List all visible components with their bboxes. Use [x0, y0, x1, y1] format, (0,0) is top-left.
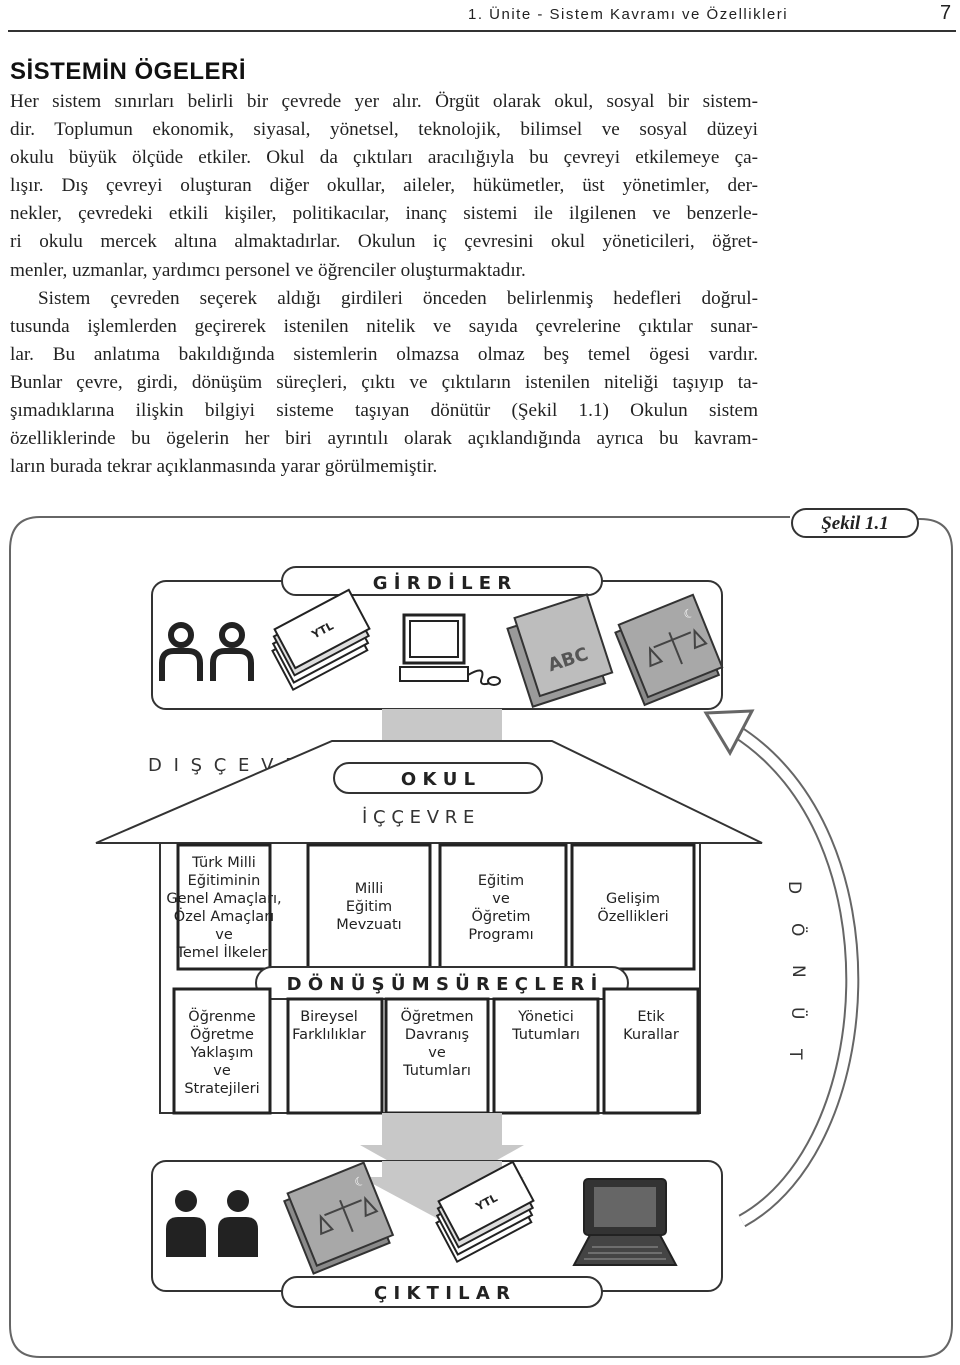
feedback-arrow-head — [703, 709, 755, 757]
svg-text:☾: ☾ — [681, 605, 696, 622]
text-line: tusunda işlemlerden geçirerek istenilen … — [10, 315, 758, 337]
box-teacher-attitudes — [384, 997, 490, 1115]
text-line: okulu büyük ölçüde etkiler. Okul da çıkt… — [10, 147, 758, 169]
box-text: Tutumları — [402, 1063, 471, 1079]
outputs-title-pill — [281, 1276, 603, 1308]
box-text: Eğitim — [478, 873, 524, 889]
box-text: Gelişim — [606, 891, 660, 907]
box-ethics — [602, 987, 700, 1115]
people-solid-icon — [166, 1190, 258, 1257]
header-rule — [8, 30, 956, 32]
figure-label-tab: Şekil 1.1 — [791, 508, 919, 538]
text-line: şımadıklarına ilişkin bilgiyi sisteme ta… — [10, 400, 758, 422]
box-text: Etik — [637, 1009, 665, 1025]
box-text: ve — [492, 891, 510, 907]
box-individual-differences — [286, 997, 384, 1115]
feedback-arc-inner — [733, 726, 858, 1226]
book-abc-icon: ABC — [506, 593, 614, 708]
box-text: Bireysel — [300, 1009, 358, 1025]
box-legislation — [306, 843, 432, 971]
text-line: Bunlar çevre, girdi, dönüşüm süreçleri, … — [10, 371, 758, 393]
text-line: Her sistem sınırları belirli bir çevrede… — [10, 91, 758, 112]
box-text: Davranış — [405, 1027, 469, 1043]
computer-icon — [399, 613, 501, 686]
inputs-title: G İ R D İ L E R — [373, 572, 512, 594]
system-diagram-figure: Şekil 1.1 G İ R D İ L E R YTL ABC ☾ — [9, 508, 953, 1358]
box-text: Yaklaşım — [190, 1045, 254, 1061]
laptop-icon — [572, 1178, 678, 1266]
box-text: Mevzuatı — [336, 917, 401, 933]
box-text: Öğrenme — [188, 1007, 255, 1025]
box-text: Tutumları — [511, 1027, 580, 1043]
paragraph-2: Sistem çevreden seçerek aldığı girdileri… — [10, 285, 758, 482]
box-text: Temel İlkeleri — [175, 943, 271, 961]
box-development — [570, 843, 696, 971]
text-line: ri okulu mercek altına almaktadırlar. Ok… — [10, 231, 758, 253]
box-text: ve — [428, 1045, 446, 1061]
output-arrow — [360, 1113, 524, 1191]
box-text: ve — [215, 927, 233, 943]
feedback-letter: Ö — [787, 923, 809, 936]
box-administrator-attitudes — [492, 997, 600, 1115]
box-text: Öğretim — [471, 907, 530, 925]
svg-text:☾: ☾ — [352, 1173, 367, 1190]
box-text: Türk Milli — [191, 855, 256, 871]
box-text: Özellikleri — [597, 907, 668, 925]
paragraph-1: Her sistem sınırları belirli bir çevrede… — [10, 88, 758, 285]
school-title: O K U L — [401, 769, 475, 790]
box-text: Eğitiminin — [188, 873, 261, 889]
text-line: menler, uzmanlar, yardımcı personel ve ö… — [10, 259, 526, 281]
running-header: 1. Ünite - Sistem Kavramı ve Özellikleri — [468, 6, 789, 23]
box-text: Milli — [355, 881, 384, 897]
school-title-pill — [333, 762, 543, 794]
text-line: lışır. Dış çevreyi oluşturan diğer okull… — [10, 175, 758, 197]
text-line: Sistem çevreden seçerek aldığı girdileri… — [38, 287, 758, 309]
feedback-letter: N — [788, 965, 808, 978]
box-text: Öğretmen — [400, 1007, 473, 1025]
feedback-letter: D — [784, 881, 804, 894]
feedback-letter: Ü — [787, 1007, 809, 1019]
outputs-title: Ç I K T I L A R — [374, 1283, 510, 1304]
box-national-goals — [176, 843, 272, 971]
text-line: lar. Bu anlatıma bakıldığında sistemleri… — [10, 343, 758, 365]
box-text: Özel Amaçları — [174, 907, 274, 925]
feedback-letter: T — [785, 1048, 805, 1060]
transformation-title: D Ö N Ü Ş Ü M S Ü R E Ç L E R İ — [287, 973, 598, 995]
money-stack-icon: YTL — [271, 588, 371, 692]
section-title: SİSTEMİN ÖGELERİ — [10, 58, 247, 85]
box-text: Yönetici — [517, 1009, 574, 1025]
box-text: Farklılıklar — [292, 1027, 366, 1043]
text-line: özelliklerinde bu ögelerin her biri ayrı… — [10, 428, 758, 450]
inputs-title-pill — [281, 566, 603, 596]
box-text: ve — [213, 1063, 231, 1079]
page-number: 7 — [940, 2, 952, 24]
text-line: dir. Toplumun ekonomik, siyasal, yönetse… — [10, 119, 758, 141]
money-stack-icon-output: YTL — [435, 1160, 535, 1264]
box-text: Öğretme — [190, 1025, 254, 1043]
box-text: Programı — [468, 927, 533, 943]
text-line: ların burada tekrar açıklanmasında yarar… — [10, 456, 438, 478]
people-outline-icon — [159, 622, 254, 681]
box-text: Kurallar — [623, 1027, 679, 1043]
output-arrow-head — [360, 1161, 524, 1221]
law-book-icon: ☾ — [614, 593, 724, 707]
box-text: Genel Amaçları, — [166, 891, 281, 907]
text-line: nekler, çevredeki etkili kişiler, politi… — [10, 203, 758, 225]
box-learning-strategies — [172, 987, 272, 1115]
figure-label: Şekil 1.1 — [821, 513, 889, 534]
internal-environment-label: İ Ç Ç E V R E — [362, 807, 474, 828]
body-text: Her sistem sınırları belirli bir çevrede… — [10, 88, 758, 481]
box-text: Stratejileri — [184, 1081, 259, 1097]
law-book-icon-output: ☾ — [283, 1161, 395, 1275]
figure-frame — [9, 516, 953, 1358]
box-curriculum — [438, 843, 568, 971]
box-text: Eğitim — [346, 899, 392, 915]
